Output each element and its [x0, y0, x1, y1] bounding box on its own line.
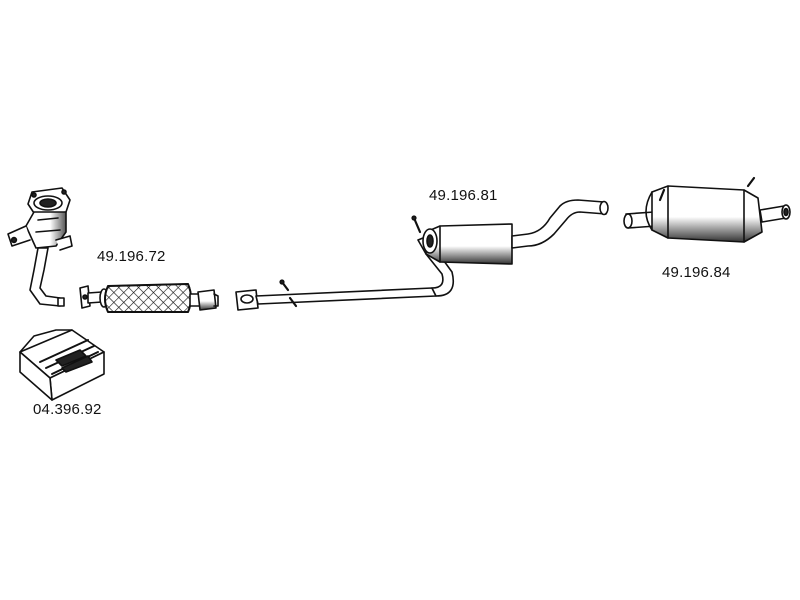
middle-silencer-assembly [235, 199, 609, 311]
part-number-rear-silencer: 49.196.84 [662, 264, 731, 281]
part-number-middle-silencer: 49.196.81 [429, 187, 498, 204]
catalytic-converter [7, 187, 73, 307]
part-number-front-silencer: 49.196.72 [97, 248, 166, 265]
rear-silencer [623, 176, 791, 243]
front-silencer [79, 283, 219, 313]
part-number-mounting-kit: 04.396.92 [33, 401, 102, 418]
mounting-kit-box [19, 329, 105, 401]
